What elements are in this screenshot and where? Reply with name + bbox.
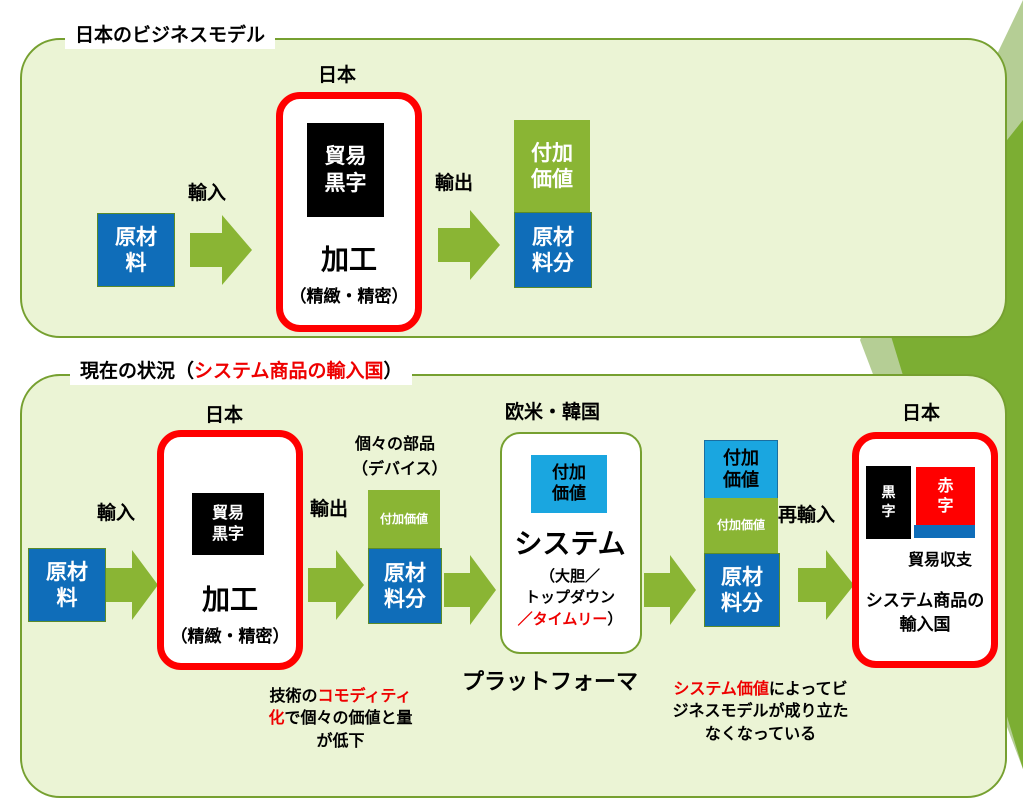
red-deficit-text: 赤字 bbox=[937, 476, 954, 515]
note2-red: システム価値 bbox=[673, 679, 769, 698]
trade-surplus-box: 貿易黒字 bbox=[307, 123, 384, 217]
added-value-box: 付加価値 bbox=[514, 120, 590, 212]
added-value-text: 付加価値 bbox=[531, 140, 573, 191]
black-text: 黒字 bbox=[881, 485, 896, 520]
trade-surplus-text: 貿易黒字 bbox=[324, 143, 367, 195]
raw-material-box-2: 原材料 bbox=[28, 548, 106, 622]
note1-red: コモディティ化 bbox=[268, 686, 412, 728]
system-sub-3-red: ／タイムリー bbox=[517, 610, 608, 628]
japan-label-1: 日本 bbox=[205, 404, 244, 426]
parts-label: 個々の部品 bbox=[355, 434, 436, 453]
commodity-note: 技術のコモディティ化で個々の価値と量が低下 bbox=[268, 685, 413, 752]
arrow-icon bbox=[190, 215, 252, 285]
black-surplus-box: 黒字 bbox=[866, 466, 911, 539]
note2-b: によってビジネスモデルが成り立たなくなっている bbox=[672, 679, 849, 743]
raw-material-box: 原材料 bbox=[97, 213, 175, 287]
added-value-box-2: 付加価値 bbox=[704, 440, 778, 500]
arrow-icon bbox=[106, 550, 158, 620]
process-label: 加工 bbox=[320, 243, 377, 276]
reimport-label: 再輸入 bbox=[778, 504, 836, 526]
process-sub-label-2: （精緻・精密） bbox=[170, 627, 290, 647]
system-added-value-text: 付加価値 bbox=[552, 462, 586, 504]
arrow-icon bbox=[798, 550, 854, 620]
platformer-label: プラットフォーマ bbox=[462, 670, 639, 695]
export-label: 輸出 bbox=[435, 172, 474, 194]
parts-sub-label: （デバイス） bbox=[352, 459, 448, 478]
system-added-value-box: 付加価値 bbox=[531, 455, 607, 513]
arrow-icon bbox=[644, 555, 696, 625]
raw-part-text: 原材料分 bbox=[532, 224, 574, 275]
japan-label: 日本 bbox=[318, 64, 357, 86]
importer-text: システム商品の輸入国 bbox=[865, 591, 985, 635]
system-value-note: システム価値によってビジネスモデルが成り立たなくなっている bbox=[668, 678, 853, 745]
added-value-small-text-2: 付加価値 bbox=[716, 518, 765, 532]
raw-part-box-3: 原材料分 bbox=[704, 553, 780, 627]
raw-material-text: 原材料 bbox=[115, 224, 157, 275]
system-sub-1: （大胆／ bbox=[539, 567, 600, 585]
blue-bar bbox=[914, 525, 975, 538]
trade-surplus-box-2: 貿易黒字 bbox=[192, 493, 264, 555]
export-label-2: 輸出 bbox=[310, 498, 349, 520]
raw-part-box: 原材料分 bbox=[514, 212, 592, 288]
top-panel bbox=[20, 38, 1007, 338]
arrow-icon bbox=[308, 550, 364, 620]
title-prefix: 現在の状況（ bbox=[80, 360, 195, 382]
region-label: 欧米・韓国 bbox=[505, 401, 601, 423]
raw-part-box-2: 原材料分 bbox=[368, 548, 442, 624]
system-sub-2: トップダウン bbox=[524, 588, 615, 606]
title-suffix: ） bbox=[383, 360, 403, 382]
system-label: システム bbox=[514, 527, 626, 560]
added-value-small-box-2: 付加価値 bbox=[704, 498, 778, 553]
system-sub-3: ／タイムリー） bbox=[500, 608, 640, 629]
trade-balance-label: 貿易収支 bbox=[908, 550, 973, 569]
added-value-small-box: 付加価値 bbox=[368, 490, 440, 548]
raw-part-text-2: 原材料分 bbox=[384, 560, 426, 611]
process-sub-label: （精緻・精密） bbox=[289, 287, 409, 307]
japan-label-2: 日本 bbox=[902, 402, 941, 424]
arrow-icon bbox=[444, 555, 496, 625]
system-sub-3-end: ） bbox=[607, 610, 623, 628]
note1-b: で個々の価値と量が低下 bbox=[284, 708, 413, 750]
import-label-2: 輸入 bbox=[97, 502, 136, 524]
title-red: システム商品の輸入国 bbox=[194, 360, 384, 382]
arrow-icon bbox=[438, 210, 500, 280]
trade-surplus-text-2: 貿易黒字 bbox=[211, 503, 244, 543]
import-label: 輸入 bbox=[188, 182, 227, 204]
raw-text: 原材料 bbox=[46, 559, 88, 610]
note1-a: 技術の bbox=[269, 686, 318, 705]
top-panel-title: 日本のビジネスモデル bbox=[65, 18, 276, 49]
bottom-panel-title: 現在の状況（システム商品の輸入国） bbox=[70, 354, 413, 385]
added-value-small-text: 付加価値 bbox=[379, 511, 428, 526]
process-label-2: 加工 bbox=[201, 583, 258, 616]
raw-part-text-3: 原材料分 bbox=[721, 564, 763, 615]
importer-label: システム商品の輸入国 bbox=[860, 590, 990, 638]
red-deficit-box: 赤字 bbox=[916, 467, 975, 525]
added-value-text-2: 付加価値 bbox=[723, 447, 759, 492]
